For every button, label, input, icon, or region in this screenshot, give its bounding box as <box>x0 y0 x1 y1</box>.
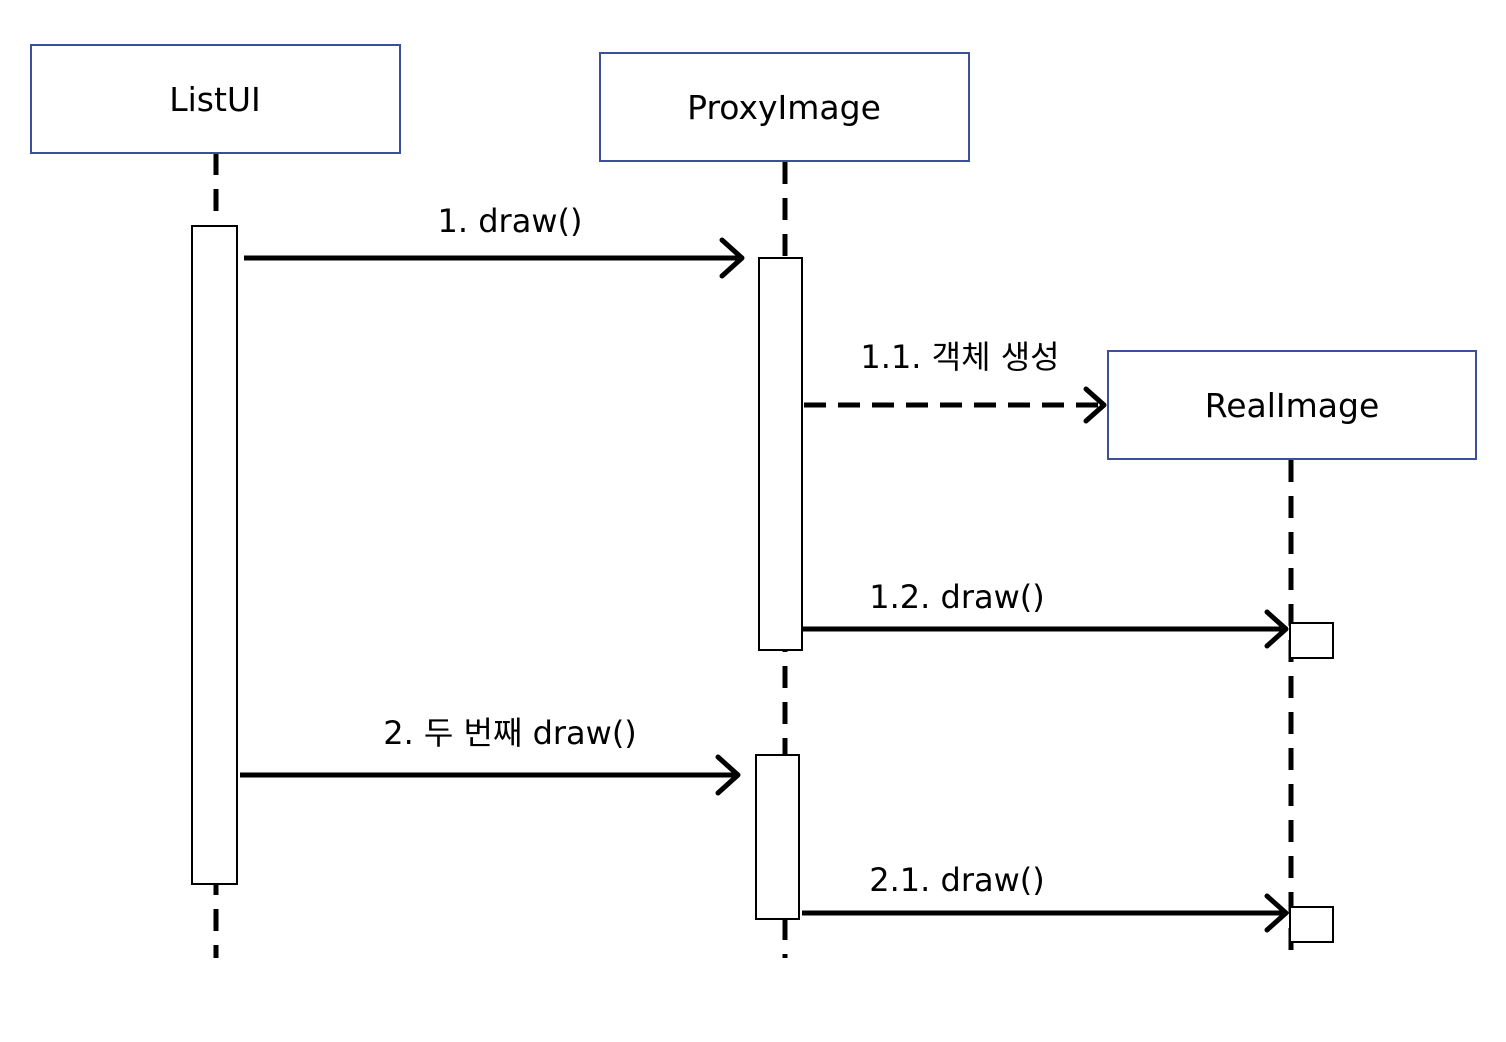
realimage-activation-1 <box>1289 622 1334 659</box>
proxyimage-object: ProxyImage <box>599 52 970 162</box>
message-1-2-label: 1.2. draw() <box>869 578 1044 616</box>
proxyimage-label: ProxyImage <box>687 88 881 127</box>
listui-activation <box>191 225 238 885</box>
message-1-arrowhead <box>719 237 745 279</box>
message-2: 2. 두 번째 draw() <box>240 714 741 796</box>
message-1-1: 1.1. 객체 생성 <box>804 338 1107 424</box>
listui-object: ListUI <box>30 44 401 154</box>
realimage-label: RealImage <box>1205 386 1380 425</box>
message-1: 1. draw() <box>244 202 745 279</box>
proxyimage-activation-2 <box>755 754 800 920</box>
message-2-1-label: 2.1. draw() <box>869 861 1044 899</box>
message-1-label: 1. draw() <box>438 202 583 240</box>
message-2-1: 2.1. draw() <box>802 861 1289 933</box>
realimage-activation-2 <box>1289 906 1334 943</box>
message-1-1-label: 1.1. 객체 생성 <box>860 338 1059 376</box>
message-2-label: 2. 두 번째 draw() <box>383 714 637 752</box>
realimage-object: RealImage <box>1107 350 1477 460</box>
message-1-1-arrowhead <box>1083 386 1107 424</box>
message-2-1-arrowhead <box>1264 893 1289 933</box>
listui-label: ListUI <box>169 80 261 119</box>
message-1-2-arrowhead <box>1264 609 1289 649</box>
message-1-2: 1.2. draw() <box>802 578 1289 649</box>
proxyimage-activation-1 <box>758 257 803 651</box>
message-2-arrowhead <box>715 754 741 796</box>
